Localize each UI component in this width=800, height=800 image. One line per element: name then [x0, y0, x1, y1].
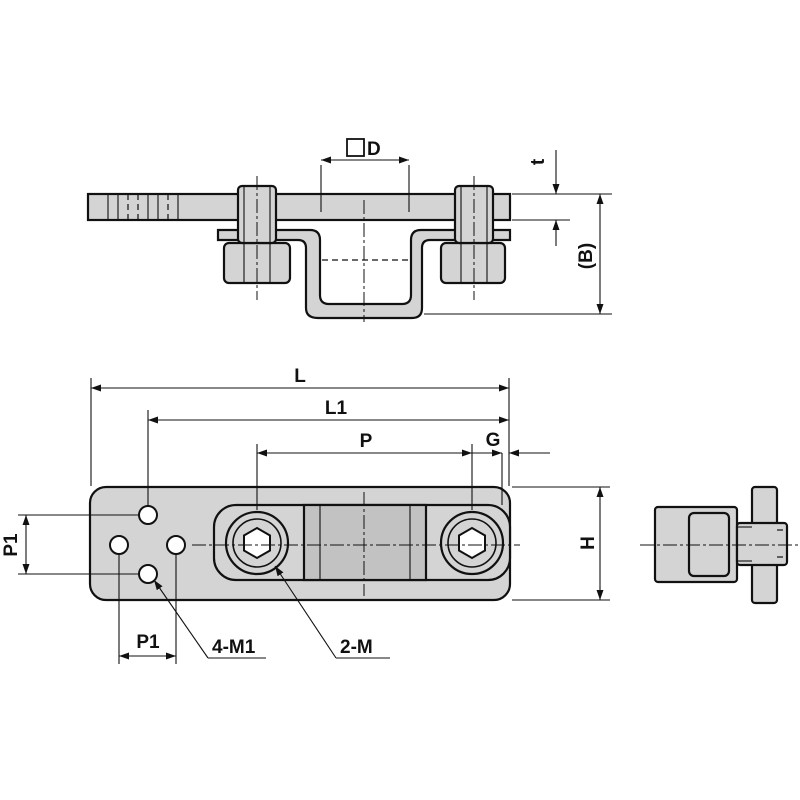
dim-label-g: G	[486, 430, 501, 451]
plan-view: L L1 P G H P1 P1 4-M1	[1, 366, 610, 664]
right-screw-head	[439, 241, 507, 285]
dim-label-p: P	[360, 431, 373, 452]
dim-label-b: (B)	[576, 243, 597, 269]
screw-thread-lines	[243, 186, 488, 283]
top-plate	[86, 192, 512, 222]
callout-2-m: 2-M	[340, 637, 373, 658]
side-screw-tip	[735, 521, 789, 567]
mount-hole-top	[138, 505, 158, 525]
callout-4-m1: 4-M1	[212, 637, 256, 658]
left-hex-socket-icon	[243, 526, 271, 560]
dim-label-p1-horizontal: P1	[136, 632, 160, 653]
front-view: D t (B)	[86, 138, 612, 322]
dim-label-t: t	[528, 158, 549, 165]
side-view	[640, 485, 798, 605]
plate-thread-marks	[107, 194, 179, 220]
dim-label-d: D	[367, 139, 381, 160]
dim-label-h: H	[578, 536, 599, 550]
mount-hole-left	[109, 535, 129, 555]
dim-label-p1-vertical: P1	[1, 533, 22, 557]
mount-hole-right	[166, 535, 186, 555]
square-symbol	[346, 138, 365, 157]
dim-label-l: L	[294, 366, 306, 387]
right-hex-socket-icon	[458, 526, 486, 560]
dim-label-l1: L1	[325, 398, 348, 419]
clamp-middle	[302, 503, 428, 582]
